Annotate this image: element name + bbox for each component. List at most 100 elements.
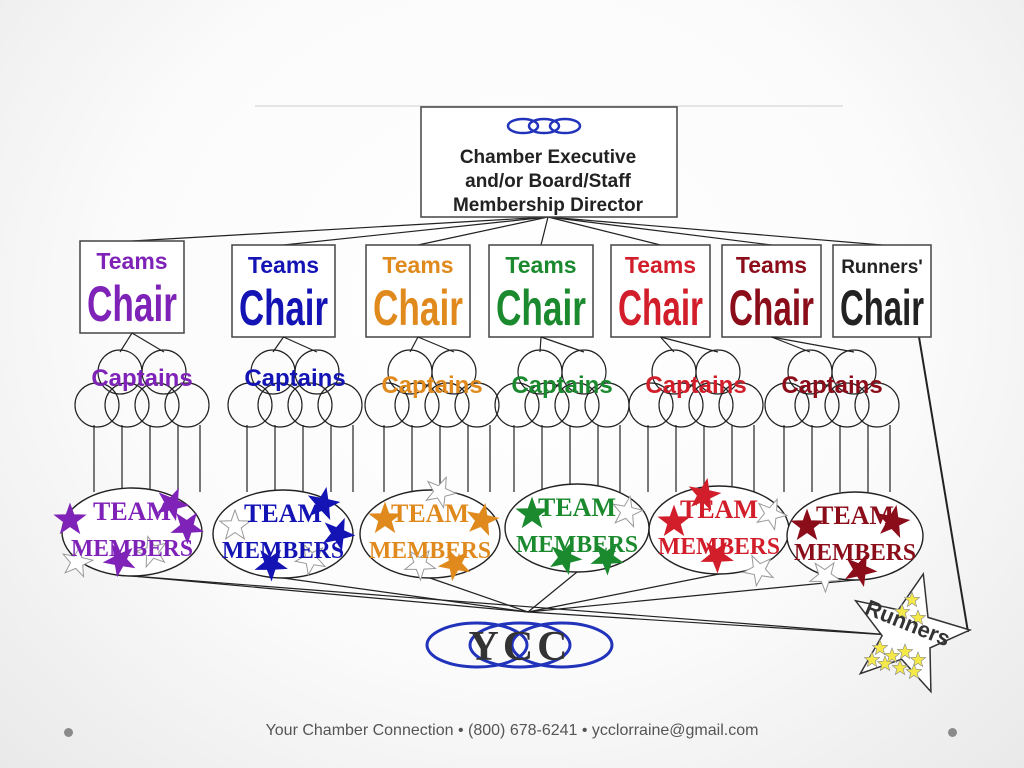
executive-line-1: Chamber Executive (460, 147, 636, 168)
ycc-connector (429, 577, 529, 613)
ycc-connector (527, 571, 578, 613)
member-star-icon (403, 549, 437, 582)
yellow-star-icon (883, 647, 901, 664)
member-star-icon (756, 497, 789, 532)
ycc-label: YCC (469, 624, 572, 670)
member-star-icon (368, 501, 402, 534)
rings-logo-icon (506, 117, 582, 135)
team-members-oval-5: TEAM MEMBERS (648, 477, 790, 588)
captain-circle (764, 382, 810, 428)
member-star-icon (700, 541, 734, 574)
ycc-connector (282, 577, 529, 613)
yellow-star-icon (893, 603, 911, 620)
captains-label: Captains (244, 365, 345, 392)
chair-title-teams: Teams (625, 252, 696, 278)
yellow-star-icon (863, 651, 881, 668)
captain-circle (658, 382, 704, 428)
team-members-oval-3: TEAM MEMBERS (359, 475, 501, 582)
member-star-icon (550, 541, 583, 576)
chair-title-chair: Chair (729, 280, 814, 336)
chair-box-frame (79, 240, 185, 334)
captain-circle (294, 349, 340, 395)
members-label: MEMBERS (658, 534, 780, 560)
right-bullet-icon (948, 728, 957, 737)
captain-circle (695, 349, 741, 395)
captain-circle (134, 382, 180, 428)
captain-circle (424, 382, 470, 428)
captain-cluster-5: Captains (628, 336, 764, 492)
member-star-icon (590, 543, 624, 576)
captain-circle (454, 382, 500, 428)
yellow-star-icon (909, 609, 927, 626)
member-star-icon (437, 548, 471, 582)
captain-connector (417, 336, 455, 353)
captain-connector (119, 332, 133, 353)
captain-circle (257, 382, 303, 428)
captain-cluster-4: Captains (494, 336, 630, 492)
captain-circle (494, 382, 540, 428)
member-star-icon (688, 477, 722, 511)
yellow-stars-cluster (863, 591, 927, 680)
chair-box-frame (721, 244, 822, 338)
member-star-icon (845, 553, 878, 588)
captain-circle (688, 382, 734, 428)
member-star-icon (741, 554, 775, 588)
team-label: TEAM (680, 495, 758, 524)
member-star-icon (218, 508, 252, 541)
yellow-star-icon (871, 639, 889, 656)
captain-connector (540, 336, 585, 353)
yellow-star-icon (896, 643, 914, 660)
captain-circle (394, 382, 440, 428)
member-star-icon (53, 502, 87, 535)
chair-box-frame (488, 244, 594, 338)
member-star-icon (790, 508, 824, 541)
captain-connector (660, 336, 675, 353)
chair-title-teams: Teams (736, 252, 807, 278)
member-star-icon (323, 517, 356, 552)
captain-circle (854, 382, 900, 428)
member-star-icon (808, 561, 842, 594)
runners-chair-bottom: Chair (840, 280, 924, 336)
member-star-icon (466, 502, 500, 536)
captain-circle (561, 349, 607, 395)
yellow-star-icon (876, 655, 894, 672)
team-label: TEAM (816, 501, 894, 530)
members-label: MEMBERS (222, 538, 344, 564)
yellow-star-icon (891, 659, 909, 676)
captains-label: Captains (511, 372, 612, 399)
member-star-icon (611, 494, 645, 528)
member-star-icon (877, 504, 911, 538)
captain-circle (628, 382, 674, 428)
chair-title-chair: Chair (239, 280, 328, 336)
connector-lines (131, 216, 969, 637)
member-star-icon (307, 486, 341, 520)
captain-circle (554, 382, 600, 428)
captain-connector (283, 336, 318, 353)
team-label: TEAM (391, 499, 469, 528)
members-label: MEMBERS (369, 538, 491, 564)
executive-box: Chamber Executive and/or Board/Staff Mem… (420, 106, 678, 218)
member-star-icon (157, 487, 190, 522)
captain-connector (131, 332, 165, 353)
member-star-icon (425, 475, 458, 510)
captain-connector (660, 336, 719, 353)
captain-circle (794, 382, 840, 428)
member-star-icon (515, 496, 549, 529)
captain-cluster-2: Captains (227, 336, 363, 492)
team-label: TEAM (538, 493, 616, 522)
executive-line-2: and/or Board/Staff (465, 171, 631, 192)
executive-line-3: Membership Director (453, 195, 644, 216)
footer-text: Your Chamber Connection • (800) 678-6241… (265, 722, 759, 739)
captains-label: Captains (381, 372, 482, 399)
member-star-icon (134, 535, 167, 569)
ycc-rings-icon (425, 621, 614, 669)
yellow-star-icon (903, 591, 921, 608)
